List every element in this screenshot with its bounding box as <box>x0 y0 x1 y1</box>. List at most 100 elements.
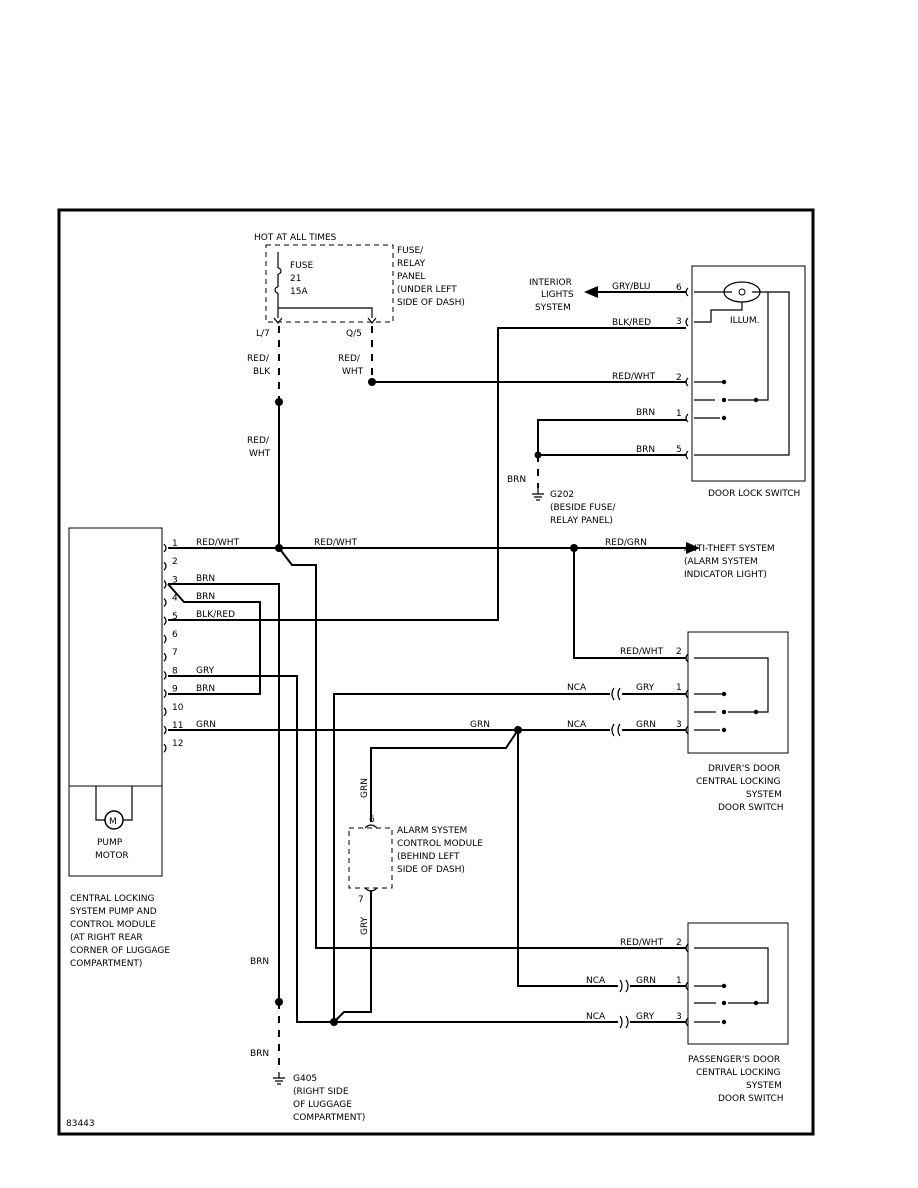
passenger-label-1: PASSENGER'S DOOR <box>688 1055 780 1065</box>
nca-label-passenger-1: NCA <box>586 976 606 986</box>
fuse-rating: 15A <box>290 287 308 297</box>
driver-pin-3: 3 <box>676 720 682 730</box>
dls-pin-3: 3 <box>676 317 682 327</box>
wire-red-grn-to-driver <box>573 548 686 659</box>
wire-label-red-wht-passenger: RED/WHT <box>620 938 664 948</box>
ground-g405-icon <box>273 1072 285 1085</box>
g202-label: G202 <box>550 490 574 500</box>
module-pin-connector <box>163 616 167 626</box>
anti-theft-line1: ANTI-THEFT SYSTEM <box>684 544 775 554</box>
wire-brn-pin8 <box>167 583 261 695</box>
wire-label-red-wht-pin1: RED/WHT <box>196 538 240 548</box>
g405-label: G405 <box>293 1074 317 1084</box>
driver-label-1: DRIVER'S DOOR <box>708 764 780 774</box>
module-pin-6: 6 <box>172 630 178 640</box>
wire-label-red-wht-1: RED/ <box>247 436 270 446</box>
module-pin-10: 10 <box>172 703 184 713</box>
module-label-6: COMPARTMENT) <box>70 959 142 969</box>
dls-pin-2: 2 <box>676 373 682 383</box>
anti-theft-line2: (ALARM SYSTEM <box>684 557 758 567</box>
wire-label-red-wht-q5-2: WHT <box>342 367 364 377</box>
driver-label-2: CENTRAL LOCKING <box>696 777 780 787</box>
g202-line3: RELAY PANEL) <box>550 516 613 526</box>
wire-brn-pin1 <box>537 419 686 455</box>
alarm-label-1: ALARM SYSTEM <box>397 826 467 836</box>
nca-label-driver-3: NCA <box>567 720 587 730</box>
fuse-panel-line2: RELAY <box>397 259 426 269</box>
passengers-door-switch: 2 1 3 PASSENGER'S DOOR CENTRAL LOCKING S… <box>676 922 789 1104</box>
fuse-panel-line1: FUSE/ <box>397 246 424 256</box>
g405-line4: COMPARTMENT) <box>293 1113 365 1123</box>
wire-label-grn-pin10: GRN <box>196 720 216 730</box>
module-label-3: CONTROL MODULE <box>70 920 156 930</box>
driver-label-4: DOOR SWITCH <box>718 803 784 813</box>
fuse-panel-line4: (UNDER LEFT <box>397 285 457 295</box>
module-pin-1: 1 <box>172 539 178 549</box>
nca-label-passenger-3: NCA <box>586 1012 606 1022</box>
wire-label-brn-pin3: BRN <box>196 574 215 584</box>
alarm-control-module: 6 7 ALARM SYSTEM CONTROL MODULE (BEHIND … <box>348 815 483 905</box>
wire-label-red-wht-switch: RED/WHT <box>612 372 656 382</box>
wire-label-brn-g202: BRN <box>507 475 526 485</box>
module-pin-7: 7 <box>172 648 178 658</box>
module-pin-connector <box>163 634 167 644</box>
passenger-label-3: SYSTEM <box>746 1081 782 1091</box>
diagram-frame <box>57 208 815 1136</box>
wire-label-red-wht-driver: RED/WHT <box>620 647 664 657</box>
driver-label-3: SYSTEM <box>746 790 782 800</box>
wire-gry-to-driver <box>333 693 610 1022</box>
wire-label-gry-blu: GRY/BLU <box>612 282 651 292</box>
module-pin-connector <box>163 561 167 571</box>
alarm-label-4: SIDE OF DASH) <box>397 865 465 875</box>
wire-label-red-wht-q5-1: RED/ <box>338 354 361 364</box>
pump-motor-label-1: PUMP <box>97 838 123 848</box>
module-pin-9: 9 <box>172 685 178 695</box>
interior-lights-line2: LIGHTS <box>541 290 574 300</box>
wire-label-grn-driver: GRN <box>636 720 656 730</box>
terminal-l7-label: L/7 <box>256 329 270 339</box>
module-label-5: CORNER OF LUGGAGE <box>70 946 170 956</box>
module-label-2: SYSTEM PUMP AND <box>70 907 157 917</box>
fuse-panel-line5: SIDE OF DASH) <box>397 298 465 308</box>
wire-label-brn-pin5: BRN <box>636 445 655 455</box>
module-pin-connector <box>163 707 167 717</box>
wire-label-grn-passenger: GRN <box>636 976 656 986</box>
g405-line2: (RIGHT SIDE <box>293 1087 349 1097</box>
diagram-id: 83443 <box>66 1119 95 1129</box>
module-pin-11: 11 <box>172 721 183 731</box>
wire-label-gry-passenger: GRY <box>636 1012 655 1022</box>
terminal-q5-label: Q/5 <box>346 329 362 339</box>
hot-at-all-times-label: HOT AT ALL TIMES <box>254 233 337 243</box>
module-pin-12: 12 <box>172 739 183 749</box>
nca-label-driver-1: NCA <box>567 683 587 693</box>
module-pin-8: 8 <box>172 666 178 676</box>
dls-pin-1: 1 <box>676 409 682 419</box>
wire-label-brn-loop: BRN <box>196 592 215 602</box>
passenger-label-4: DOOR SWITCH <box>718 1094 784 1104</box>
module-pin-connector <box>163 543 167 553</box>
fuse-number: 21 <box>290 274 301 284</box>
illum-label: ILLUM. <box>730 316 759 326</box>
fuse-panel-line3: PANEL <box>397 272 425 282</box>
module-pin-connector <box>163 743 167 753</box>
wire-blk-red <box>168 327 686 621</box>
alarm-label-2: CONTROL MODULE <box>397 839 483 849</box>
wire-brn-pin3 <box>168 583 280 1002</box>
pump-control-module: M PUMP MOTOR CENTRAL LOCKING SYSTEM PUMP… <box>68 527 170 969</box>
wire-label-red-wht-2: WHT <box>249 449 271 459</box>
g405-line3: OF LUGGAGE <box>293 1100 352 1110</box>
wire-label-red-grn: RED/GRN <box>605 538 647 548</box>
module-pin-connector <box>163 598 167 608</box>
alarm-pin-7: 7 <box>358 895 364 905</box>
module-pin-connector <box>163 652 167 662</box>
module-pin-connector <box>163 670 167 680</box>
wire-gry-pin7 <box>168 675 334 1023</box>
dls-pin-6: 6 <box>676 283 682 293</box>
wire-label-blk-red-pin4: BLK/RED <box>196 610 235 620</box>
wire-label-red-blk-1: RED/ <box>247 354 270 364</box>
wire-label-gry-driver: GRY <box>636 683 655 693</box>
g202-line2: (BESIDE FUSE/ <box>550 503 616 513</box>
module-label-1: CENTRAL LOCKING <box>70 894 154 904</box>
module-pin-5: 5 <box>172 612 178 622</box>
